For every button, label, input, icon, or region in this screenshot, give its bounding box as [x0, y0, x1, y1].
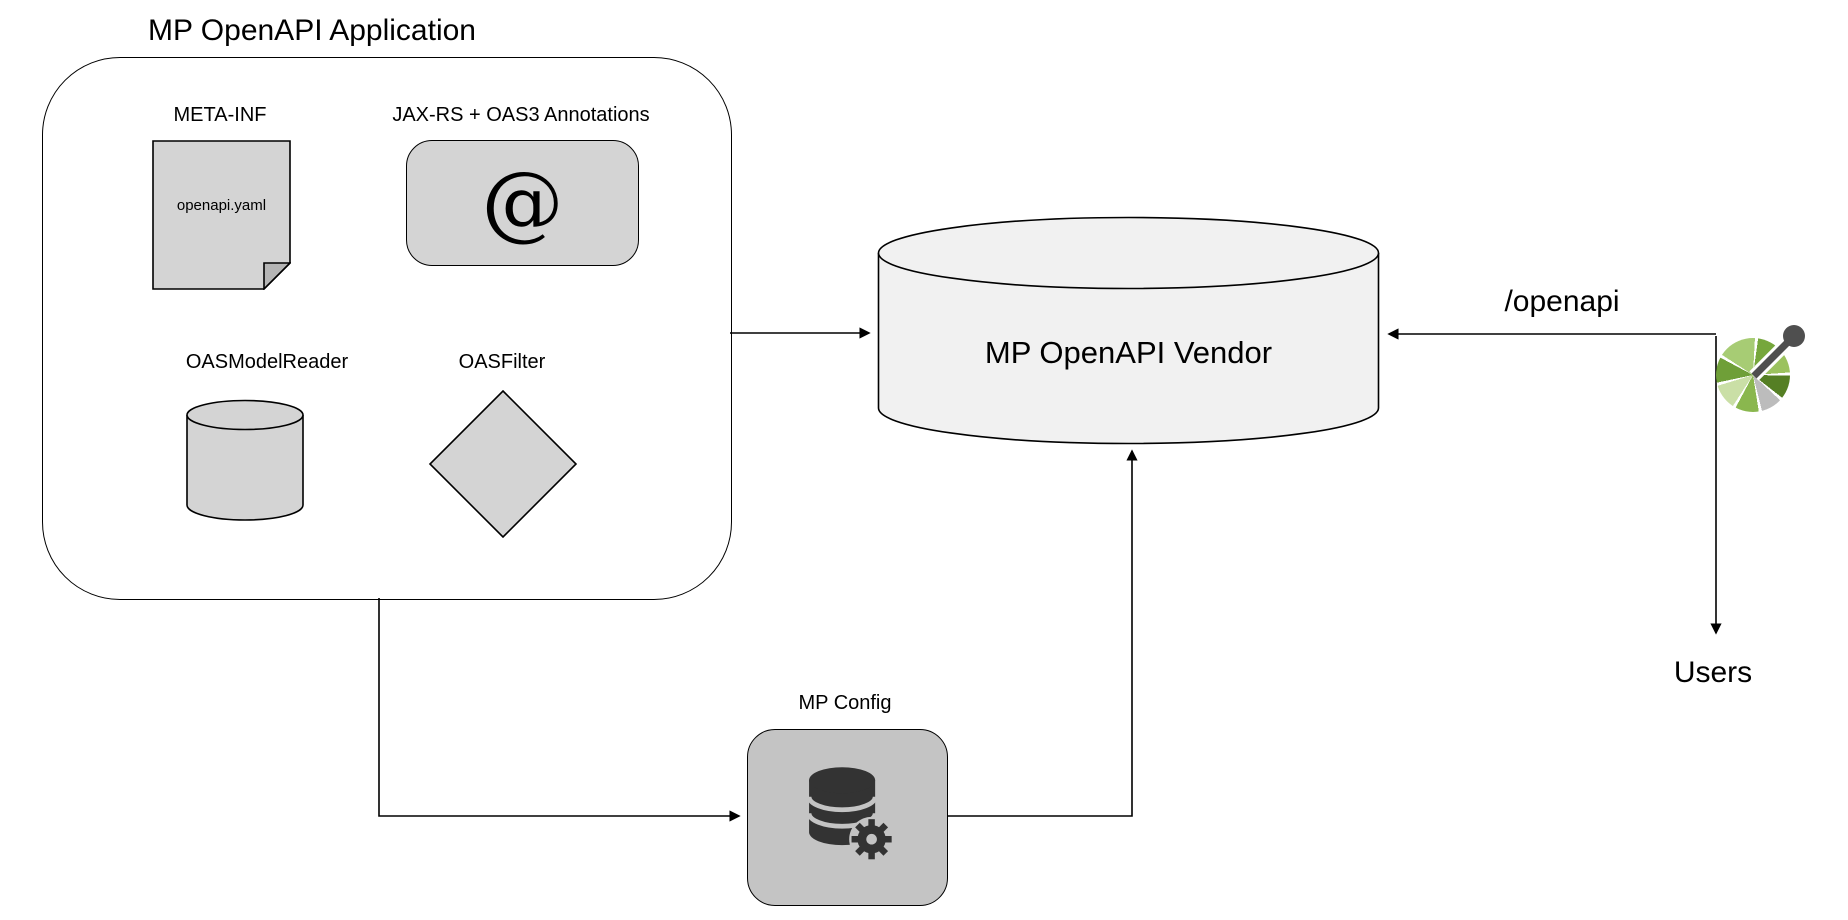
at-sign-icon: @: [481, 155, 564, 250]
config-database-gear-icon: [806, 766, 894, 862]
arrow-app-to-config: [378, 598, 741, 822]
microprofile-logo-node: [1749, 325, 1805, 381]
annotations-label: JAX-RS + OAS3 Annotations: [392, 104, 650, 126]
openapi-yaml-filename: openapi.yaml: [176, 197, 267, 214]
users-label: Users: [1673, 656, 1753, 689]
oas-filter-diamond-icon: [428, 390, 578, 538]
vendor-label: MP OpenAPI Vendor: [984, 334, 1273, 370]
arrow-config-to-vendor: [947, 449, 1138, 817]
annotations-box: @: [406, 140, 639, 266]
app-box-title: MP OpenAPI Application: [148, 14, 476, 47]
microprofile-logo-icon: [1716, 322, 1808, 414]
meta-inf-label: META-INF: [173, 104, 267, 126]
vendor-database-shape: [877, 216, 1380, 445]
openapi-endpoint-label: /openapi: [1504, 285, 1620, 318]
model-reader-label: OASModelReader: [185, 351, 349, 373]
mp-config-label: MP Config: [798, 692, 892, 714]
mp-config-box: [747, 729, 948, 906]
oas-filter-label: OASFilter: [458, 351, 546, 373]
openapi-yaml-file-icon: [152, 140, 291, 290]
model-reader-cylinder-icon: [186, 399, 304, 521]
